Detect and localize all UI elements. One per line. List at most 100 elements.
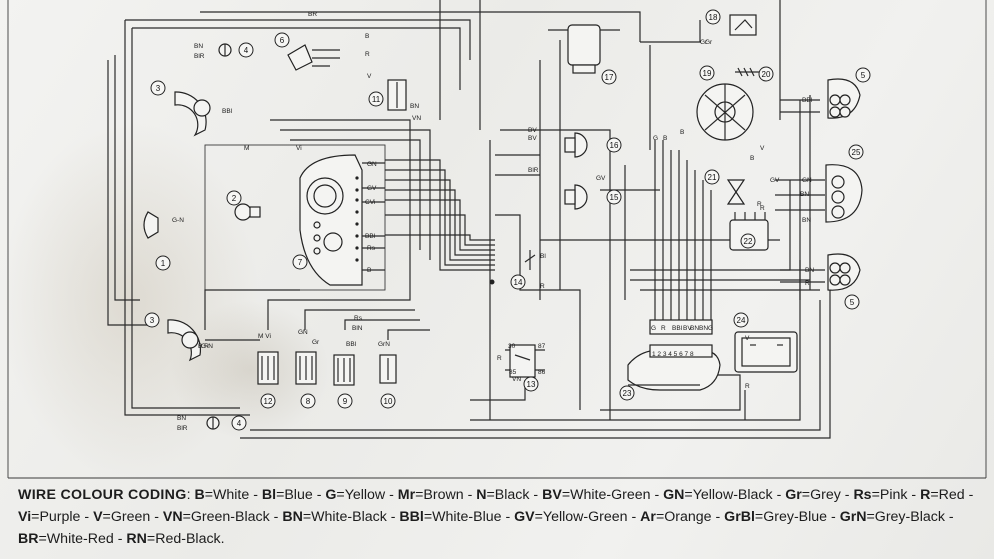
svg-text:2: 2 — [232, 194, 237, 203]
legend-code: Vi — [18, 509, 32, 525]
svg-text:BN: BN — [194, 43, 203, 50]
legend-entry: R=Red — [920, 487, 965, 503]
switch-10 — [379, 354, 397, 384]
svg-text:1: 1 — [161, 259, 166, 268]
svg-text:B: B — [663, 135, 667, 142]
legend-entry: BBl=White-Blue — [399, 509, 501, 525]
connector-block — [627, 319, 721, 391]
lamp-15 — [564, 184, 588, 210]
legend-entry: GrBl=Grey-Blue — [724, 509, 827, 525]
svg-text:V: V — [745, 335, 750, 342]
indicator-bottom — [206, 416, 220, 430]
legend-colour-name: =White-Blue — [423, 509, 502, 525]
component-label: 11 — [368, 91, 384, 107]
legend-colour-name: =White — [204, 487, 250, 503]
svg-text:G-N: G-N — [172, 217, 184, 224]
legend-entry: Vi=Purple — [18, 509, 80, 525]
svg-text:CVi: CVi — [365, 199, 375, 206]
legend-entry: B=White — [194, 487, 249, 503]
svg-text:BN: BN — [690, 325, 699, 332]
svg-text:BlN: BlN — [352, 325, 363, 332]
legend-colour-name: =Red-Black. — [146, 531, 225, 547]
svg-text:V: V — [760, 145, 765, 152]
svg-text:VN: VN — [512, 376, 521, 383]
svg-text:21: 21 — [708, 173, 717, 182]
legend-code: GN — [663, 487, 685, 503]
component-label: 12 — [260, 393, 276, 409]
svg-text:BBl: BBl — [346, 341, 357, 348]
legend-code: GrN — [839, 509, 867, 525]
switch-8 — [295, 351, 317, 385]
svg-text:24: 24 — [737, 316, 746, 325]
svg-text:3: 3 — [156, 84, 161, 93]
svg-text:BBl: BBl — [672, 325, 683, 332]
legend-colour-name: =White-Green — [561, 487, 651, 503]
svg-text:Gr: Gr — [312, 339, 320, 346]
component-label: 20 — [758, 66, 774, 82]
legend-colour-name: =Yellow-Green — [534, 509, 628, 525]
component-label: 7 — [292, 254, 308, 270]
component-label: 14 — [510, 274, 526, 290]
svg-text:4: 4 — [244, 46, 249, 55]
component-label: 10 — [380, 393, 396, 409]
legend-entries: B=White - Bl=Blue - G=Yellow - Mr=Brown … — [18, 487, 974, 547]
legend-code: Mr — [397, 487, 416, 503]
component-label: 3 — [150, 80, 166, 96]
svg-text:GrN: GrN — [378, 341, 390, 348]
svg-text:23: 23 — [623, 389, 632, 398]
legend-entry: Gr=Grey — [785, 487, 841, 503]
legend-entry: N=Black — [476, 487, 529, 503]
svg-text:B: B — [365, 33, 369, 40]
svg-text:V: V — [367, 73, 372, 80]
legend-entry: RN=Red-Black. — [126, 531, 224, 547]
component-label: 8 — [300, 393, 316, 409]
legend-entry: BR=White-Red — [18, 531, 114, 547]
switch-12 — [257, 351, 279, 385]
svg-text:20: 20 — [762, 70, 771, 79]
rear-lamp-bottom — [827, 253, 861, 291]
component-label: 3 — [144, 312, 160, 328]
battery — [734, 331, 798, 373]
component-label: 6 — [274, 32, 290, 48]
component-label: 25 — [848, 144, 864, 160]
component-numbers: 1 2 3 3 4 4 5 5 6 7 8 9 10 11 12 13 14 1… — [144, 9, 871, 431]
legend-entry: Ar=Orange — [640, 509, 711, 525]
component-label: 1 — [155, 255, 171, 271]
legend-entry: GN=Yellow-Black — [663, 487, 772, 503]
svg-text:Rs: Rs — [367, 245, 376, 252]
component-label: 21 — [704, 169, 720, 185]
svg-text:10: 10 — [384, 397, 393, 406]
legend-code: G — [325, 487, 337, 503]
svg-text:BV: BV — [528, 127, 537, 134]
svg-text:BV: BV — [683, 325, 692, 332]
legend-code: R — [920, 487, 931, 503]
svg-text:BlR: BlR — [194, 53, 205, 60]
legend-colour-name: =White-Black — [302, 509, 387, 525]
legend-colour-name: =Grey-Blue — [754, 509, 828, 525]
legend-colour-name: =Yellow-Black — [684, 487, 773, 503]
legend-code: Gr — [785, 487, 802, 503]
legend-entry: V=Green — [93, 509, 150, 525]
legend-code: BV — [542, 487, 562, 503]
svg-text:12: 12 — [264, 397, 273, 406]
svg-text:18: 18 — [709, 13, 718, 22]
legend-code: Ar — [640, 509, 656, 525]
legend-code: BBl — [399, 509, 424, 525]
component-label: 9 — [337, 393, 353, 409]
svg-text:BR: BR — [308, 11, 317, 18]
svg-text:15: 15 — [610, 193, 619, 202]
legend-entry: G=Yellow — [325, 487, 385, 503]
component-label: 5 — [844, 294, 860, 310]
svg-text:R: R — [540, 283, 545, 290]
tail-lamp — [825, 164, 863, 223]
legend-title: WIRE COLOUR CODING — [18, 487, 187, 503]
svg-text:BlR: BlR — [528, 167, 539, 174]
alternator — [696, 83, 754, 141]
svg-text:R: R — [661, 325, 666, 332]
component-label: 18 — [705, 9, 721, 25]
svg-text:GN: GN — [802, 177, 812, 184]
legend-colour-name: =Green-Black — [182, 509, 270, 525]
legend-code: Bl — [261, 487, 277, 503]
svg-text:BN: BN — [177, 415, 186, 422]
